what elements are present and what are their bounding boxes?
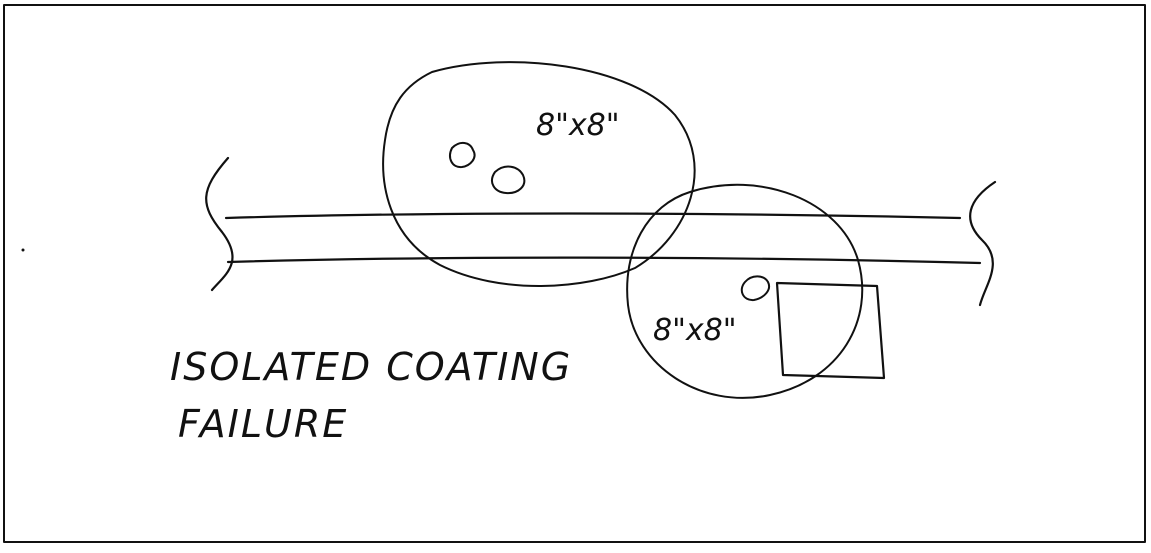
pipe-bottom-edge (226, 256, 982, 265)
coating-failure-spot-1 (449, 142, 476, 169)
coating-failure-spot-3 (740, 275, 770, 302)
pipe-left-break-symbol (205, 156, 234, 292)
caption-line-1: ISOLATED COATING (170, 345, 572, 389)
inspection-area-circle-top (382, 61, 696, 287)
dimension-label-bottom: 8"x8" (653, 313, 737, 348)
caption-line-2: FAILURE (178, 402, 348, 446)
coating-failure-spot-2 (491, 165, 526, 195)
pipe-top-edge (224, 212, 962, 220)
inspection-area-circle-bottom (626, 183, 864, 399)
sketch-border (3, 4, 1146, 543)
dimension-label-top: 8"x8" (536, 108, 620, 143)
test-area-square (775, 281, 886, 380)
pipe-right-break-symbol (969, 180, 997, 307)
stray-ink-dot (21, 248, 25, 252)
